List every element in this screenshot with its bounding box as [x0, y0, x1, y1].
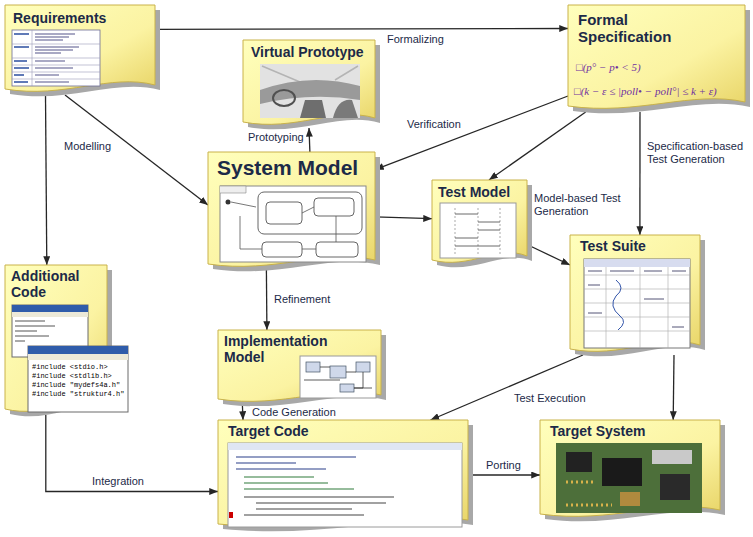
- edge-label: Integration: [90, 475, 146, 488]
- connector: [155, 28, 568, 30]
- box-body: [5, 5, 155, 91]
- box-body: [208, 152, 375, 266]
- edge-label: Porting: [484, 459, 523, 472]
- code-line: #include "struktur4.h": [32, 390, 124, 399]
- box-body: [243, 40, 375, 124]
- document-box: Requirements: [5, 5, 155, 95]
- box-title: Requirements: [13, 10, 106, 26]
- connector: [308, 128, 310, 152]
- edge-label: Specification-based Test Generation: [645, 140, 749, 166]
- edge-label: Formalizing: [385, 33, 446, 46]
- box-title: Additional Code: [11, 268, 101, 300]
- connector: [46, 415, 218, 492]
- box-body: [568, 5, 745, 108]
- connector: [242, 405, 244, 420]
- connector: [375, 96, 568, 170]
- connector: [431, 355, 584, 420]
- box-title: Test Model: [438, 184, 510, 200]
- box-body: [5, 265, 107, 411]
- edge-label: Test Execution: [512, 392, 588, 405]
- connector: [527, 245, 570, 266]
- document-box: Test Suite: [570, 235, 700, 355]
- box-title: Target System: [550, 423, 645, 439]
- edge-label: Prototyping: [246, 131, 306, 144]
- code-line: #include <stdlib.h>: [32, 372, 112, 381]
- document-box: Target System: [540, 420, 720, 520]
- edge-label: Verification: [405, 118, 463, 131]
- document-box: Implementation Model: [218, 330, 381, 405]
- edge-label: Model-based Test Generation: [532, 192, 624, 218]
- document-box: Test Model: [432, 180, 527, 266]
- connector: [489, 112, 586, 180]
- document-box: Virtual Prototype: [243, 40, 375, 128]
- box-title: Formal Specification: [578, 11, 698, 46]
- document-box: Formal Specification □(p° − p• < 5) □(k − …: [568, 5, 745, 112]
- edge-label: Code Generation: [250, 406, 338, 419]
- connector: [266, 270, 268, 330]
- box-body: [570, 235, 700, 351]
- connector: [375, 217, 432, 219]
- connector: [468, 474, 540, 475]
- formula-text: □(k − ε ≤ |poll• − poll°| ≤ k + ε): [574, 85, 717, 98]
- box-title: Test Suite: [580, 238, 646, 254]
- connector: [639, 112, 640, 235]
- connector: [46, 95, 47, 265]
- box-body: [540, 420, 720, 516]
- box-body: [218, 330, 381, 401]
- edge-label: Modelling: [62, 140, 113, 153]
- code-line: #include "mydefs4a.h": [32, 381, 120, 390]
- document-box: Target Code: [218, 420, 468, 530]
- formula-text: □(p° − p• < 5): [576, 61, 641, 74]
- box-title: Virtual Prototype: [251, 44, 364, 60]
- box-title: Target Code: [228, 423, 309, 439]
- document-box: System Model: [208, 152, 375, 270]
- box-title: Implementation Model: [224, 333, 336, 365]
- connector: [673, 355, 675, 420]
- box-body: [432, 180, 527, 262]
- box-body: [218, 420, 468, 526]
- edge-label: Refinement: [272, 293, 332, 306]
- code-line: #include <stdio.h>: [32, 363, 108, 372]
- box-title: System Model: [217, 156, 358, 180]
